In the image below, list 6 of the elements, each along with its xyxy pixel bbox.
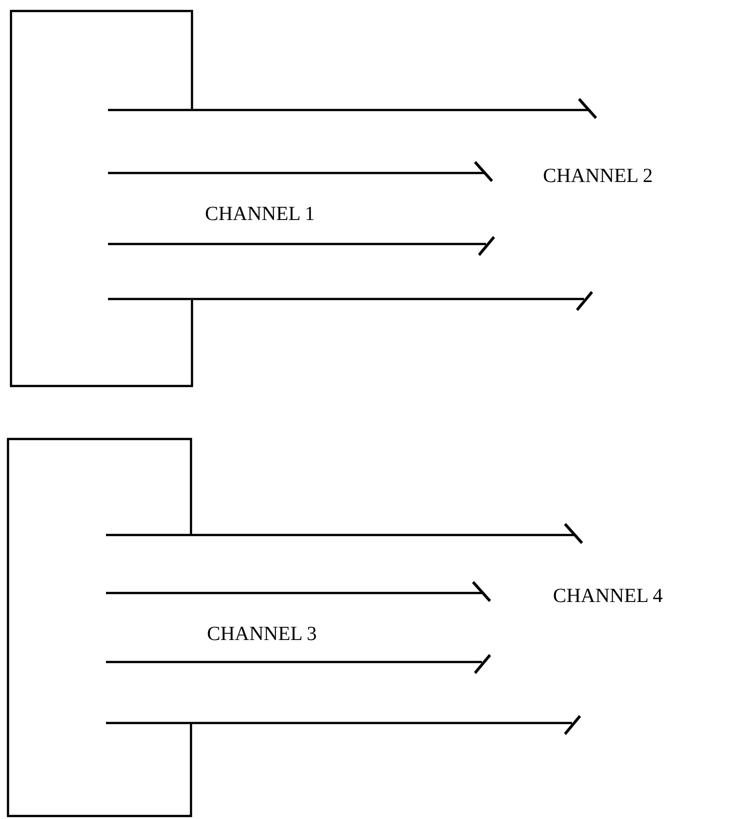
channel-label: CHANNEL 2 [543, 165, 653, 187]
channel-label: CHANNEL 3 [207, 623, 317, 645]
channel-label: CHANNEL 4 [553, 585, 663, 607]
channel-block [7, 438, 192, 817]
channel-label: CHANNEL 1 [205, 203, 315, 225]
channel-block [10, 10, 193, 387]
